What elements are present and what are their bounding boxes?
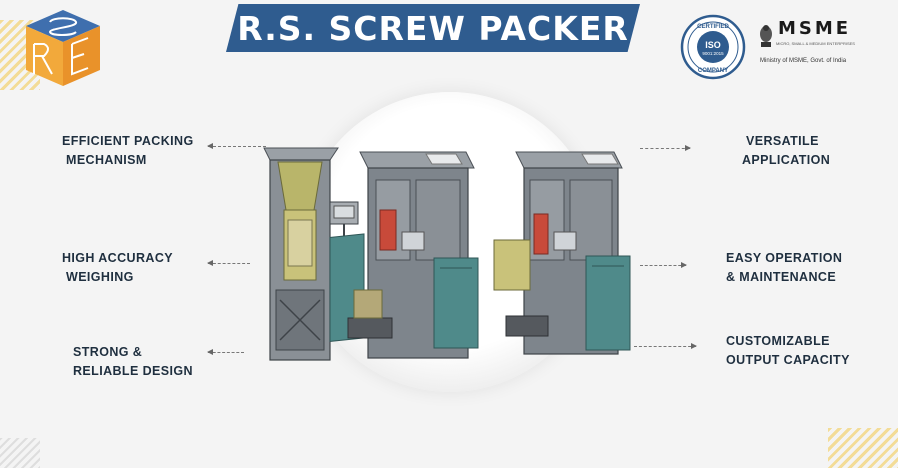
feature-label-line: WEIGHING [66,270,134,284]
msme-emblem-icon [760,25,772,47]
iso-bottom-text: COMPANY [698,68,728,74]
logo-cube-icon [26,10,100,86]
feature-high-accuracy: HIGH ACCURACY WEIGHING [62,249,173,287]
feature-label-line: HIGH ACCURACY [62,251,173,265]
machine-side-view [263,147,365,361]
iso-seal-icon: CERTIFIED ISO 9001:2015 COMPANY [680,14,746,80]
feature-easy-operation: EASY OPERATION & MAINTENANCE [726,249,842,287]
machine-front-view-2 [493,151,631,355]
feature-customizable: CUSTOMIZABLE OUTPUT CAPACITY [726,332,850,370]
arrow-right-icon [634,343,697,349]
feature-label-line: APPLICATION [742,153,831,167]
msme-subtitle: MICRO, SMALL & MEDIUM ENTERPRISES [776,41,855,46]
msme-logo-text: MSME [778,18,852,39]
arrow-left-icon [207,143,266,149]
feature-strong-design: STRONG & RELIABLE DESIGN [73,343,193,381]
feature-label-line: RELIABLE DESIGN [73,364,193,378]
feature-label-line: OUTPUT CAPACITY [726,353,850,367]
page-title: R.S. SCREW PACKER [237,8,629,48]
feature-label-line: STRONG & [73,345,143,359]
feature-label-line: VERSATILE [746,134,819,148]
screw-packer-machines-illustration [263,147,631,361]
feature-label-line: EASY OPERATION [726,251,843,265]
feature-versatile: VERSATILE APPLICATION [742,132,830,170]
decor-stripes-bottom-left [0,438,40,468]
feature-label-line: EFFICIENT PACKING [62,134,194,148]
arrow-left-icon [207,260,250,266]
machine-front-view-1 [347,151,479,359]
feature-label-line: CUSTOMIZABLE [726,334,830,348]
feature-label-line: MECHANISM [66,153,147,167]
feature-efficient-packing: EFFICIENT PACKING MECHANISM [62,132,194,170]
iso-top-text: CERTIFIED [697,24,729,30]
title-banner: R.S. SCREW PACKER [226,4,640,52]
decor-stripes-bottom-right [828,428,898,468]
arrow-right-icon [640,262,687,268]
arrow-left-icon [207,349,244,355]
feature-label-line: & MAINTENANCE [726,270,837,284]
iso-num-text: 9001:2015 [702,51,724,56]
arrow-right-icon [640,145,691,151]
msme-ministry: Ministry of MSME, Govt. of India [760,58,847,64]
iso-mid-text: ISO [705,40,721,50]
